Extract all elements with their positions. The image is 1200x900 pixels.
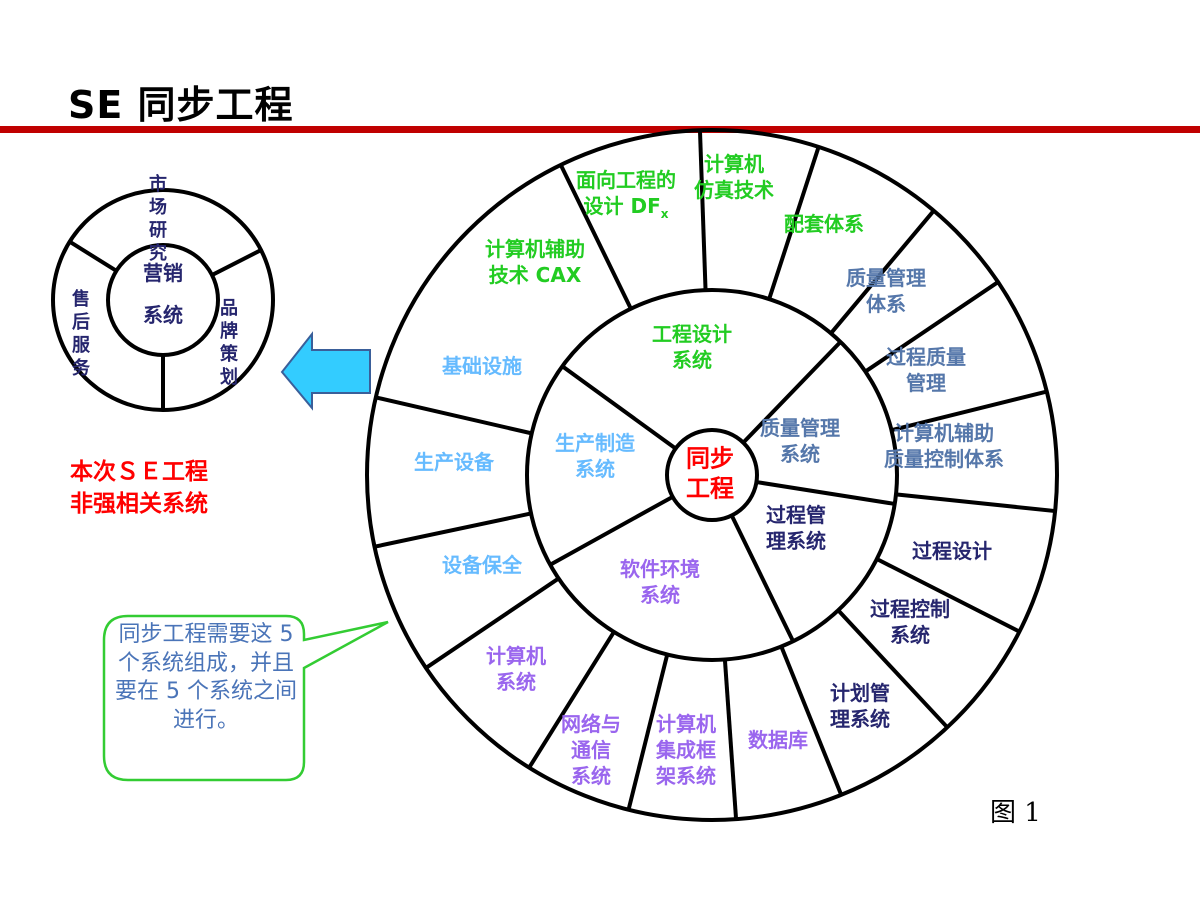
outer-spoke <box>697 130 708 291</box>
outer-spoke <box>875 557 1021 634</box>
outer-segment-label: 过程控制系统 <box>870 597 950 647</box>
outer-segment-label: 计算机辅助技术 CAX <box>485 237 585 287</box>
outer-spoke <box>836 608 949 729</box>
outer-segment-label: 计算机系统 <box>486 644 546 694</box>
inner-spoke <box>729 514 795 643</box>
outer-spoke <box>375 395 533 436</box>
outer-spoke <box>722 659 739 820</box>
middle-ring <box>525 288 899 662</box>
inner-spoke <box>561 364 677 451</box>
outer-spoke <box>626 654 670 811</box>
inner-spoke <box>549 495 674 567</box>
outer-spoke <box>374 511 532 549</box>
marketing-divider <box>211 248 262 277</box>
outer-segment-label: 计算机仿真技术 <box>694 152 774 202</box>
outer-segment-label: 计算机集成框架系统 <box>655 712 716 788</box>
outer-segment-label: 设备保全 <box>442 553 523 577</box>
marketing-segment-label: 品牌策划 <box>220 298 239 388</box>
outer-segment-label: 质量管理体系 <box>846 266 926 316</box>
inner-system-label: 工程设计系统 <box>652 322 732 372</box>
inner-system-label: 生产制造系统 <box>555 431 636 481</box>
outer-spoke <box>864 280 1000 374</box>
outer-segment-label: 过程设计 <box>912 539 992 563</box>
marketing-center-label: 营销系统 <box>143 261 183 327</box>
diagram-linework <box>51 128 1059 822</box>
marketing-segment-label: 售后服务 <box>72 288 91 379</box>
outer-segment-label: 面向工程的设计 DFx <box>576 168 676 221</box>
outer-segment-label: 过程质量管理 <box>886 345 966 395</box>
outer-spoke <box>829 209 936 335</box>
callout-text: 同步工程需要这 5 个系统组成，并且要在 5 个系统之间进行。 <box>115 622 297 733</box>
marketing-segment-label: 市场研究 <box>149 173 167 264</box>
outer-spoke <box>895 492 1056 514</box>
figure-label: 图 1 <box>990 798 1041 828</box>
inner-spoke <box>756 480 896 506</box>
callout-bubble <box>102 614 389 782</box>
inner-spoke <box>741 340 842 445</box>
marketing-divider <box>68 240 118 273</box>
outer-ring <box>365 128 1059 822</box>
outer-spoke <box>767 146 821 300</box>
outer-segment-label: 配套体系 <box>784 212 864 236</box>
outer-segment-label: 网络与通信系统 <box>561 712 621 788</box>
outer-spoke <box>558 164 633 310</box>
outer-segment-label: 计算机辅助质量控制体系 <box>884 421 1004 471</box>
inner-system-label: 软件环境系统 <box>620 557 700 607</box>
center-label: 同步工程 <box>686 444 734 502</box>
outer-segment-label: 计划管理系统 <box>830 681 890 731</box>
outer-spoke <box>779 645 844 796</box>
page-title: SE 同步工程 <box>68 83 294 127</box>
outer-segment-label: 基础设施 <box>442 354 522 378</box>
outer-spoke <box>424 576 560 670</box>
center-circle <box>665 428 759 522</box>
outer-spoke <box>891 389 1048 433</box>
inner-system-label: 质量管理系统 <box>760 416 840 466</box>
title-divider <box>0 126 1200 133</box>
outer-spoke <box>527 630 616 769</box>
unrelated-systems-note: 本次ＳＥ工程非强相关系统 <box>70 459 208 518</box>
inner-system-label: 过程管理系统 <box>766 503 826 553</box>
outer-segment-label: 数据库 <box>748 728 808 752</box>
arrow-icon <box>280 331 371 411</box>
outer-segment-label: 生产设备 <box>414 450 495 474</box>
